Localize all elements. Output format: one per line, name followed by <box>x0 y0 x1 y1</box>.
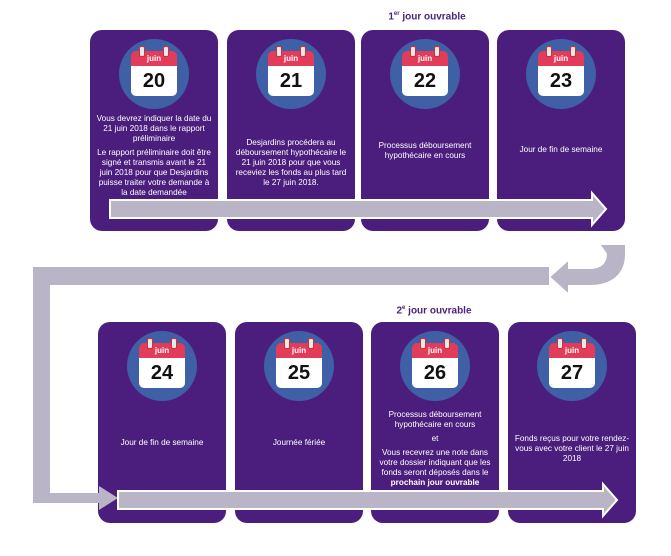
calendar-ring <box>557 338 563 349</box>
card-text-3-bold: prochain jour ouvrable <box>390 478 480 487</box>
card-text: Journée fériée <box>241 438 357 452</box>
row2-arrow <box>117 481 619 519</box>
connector-arrow <box>30 268 546 505</box>
calendar-day: 23 <box>538 66 584 96</box>
calendar-ring <box>163 46 169 57</box>
calendar-day: 22 <box>402 66 448 96</box>
second-label-sup: e <box>402 305 406 311</box>
day-card-21: juin 21 Desjardins procédera au débourse… <box>227 30 355 231</box>
card-text-3: Vous recevrez une note dans votre dossie… <box>377 448 493 488</box>
calendar-ring <box>420 338 426 349</box>
calendar-icon: juin 21 <box>268 46 314 96</box>
second-label-number: 2 <box>396 305 403 317</box>
calendar-icon: juin 24 <box>139 338 185 388</box>
card-text: Processus déboursement hypothécaire en c… <box>367 141 483 165</box>
calendar-day: 20 <box>131 66 177 96</box>
calendar-icon: juin 22 <box>402 46 448 96</box>
calendar-day: 25 <box>276 358 322 388</box>
calendar-ring <box>546 46 552 57</box>
card-text-1: Desjardins procédera au déboursement hyp… <box>235 138 347 187</box>
card-text: Jour de fin de semaine <box>503 145 619 159</box>
card-text: Vous devrez indiquer la date du 21 juin … <box>96 114 212 202</box>
card-text-1: Jour de fin de semaine <box>120 438 204 447</box>
day-card-26: juin 26 Processus déboursement hypothéca… <box>371 322 499 523</box>
card-text-1: Vous devrez indiquer la date du 21 juin … <box>96 114 212 143</box>
day-card-22: juin 22 Processus déboursement hypothéca… <box>361 30 489 231</box>
first-business-day-label: 1er jour ouvrable <box>367 11 487 22</box>
calendar-day: 26 <box>412 358 458 388</box>
calendar-ring <box>139 46 145 57</box>
calendar-ring <box>171 338 177 349</box>
uturn-arrow <box>547 243 627 298</box>
calendar-ring <box>276 46 282 57</box>
first-label-text: jour ouvrable <box>399 11 466 23</box>
day-card-20: juin 20 Vous devrez indiquer la date du … <box>90 30 218 231</box>
calendar-ring <box>570 46 576 57</box>
first-label-number: 1 <box>388 11 394 23</box>
card-text-1: Processus déboursement hypothécaire en c… <box>388 410 482 429</box>
connector-band <box>33 267 549 510</box>
day-card-23: juin 23 Jour de fin de semaine <box>497 30 625 231</box>
calendar-ring <box>308 338 314 349</box>
card-text-2: et <box>431 434 439 443</box>
first-label-sup: er <box>393 11 400 17</box>
card-text: Fonds reçus pour votre rendez-vous avec … <box>514 434 630 468</box>
calendar-icon: juin 23 <box>538 46 584 96</box>
calendar-ring <box>147 338 153 349</box>
card-text: Processus déboursement hypothécaire en c… <box>377 410 493 492</box>
calendar-icon: juin 25 <box>276 338 322 388</box>
calendar-icon: juin 20 <box>131 46 177 96</box>
second-business-day-label: 2e jour ouvrable <box>374 305 494 316</box>
calendar-day: 27 <box>549 358 595 388</box>
second-label-text: jour ouvrable <box>405 305 472 317</box>
day-card-25: juin 25 Journée fériée <box>235 322 363 523</box>
calendar-ring <box>434 46 440 57</box>
calendar-ring <box>300 46 306 57</box>
card-text-1: Fonds reçus pour votre rendez-vous avec … <box>514 434 630 463</box>
calendar-ring <box>410 46 416 57</box>
card-text-1: Jour de fin de semaine <box>519 145 603 154</box>
calendar-icon: juin 26 <box>412 338 458 388</box>
card-text: Desjardins procédera au déboursement hyp… <box>233 138 349 192</box>
calendar-day: 21 <box>268 66 314 96</box>
card-text-1: Processus déboursement hypothécaire en c… <box>378 141 472 160</box>
row1-arrow <box>109 190 608 228</box>
calendar-ring <box>444 338 450 349</box>
card-text: Jour de fin de semaine <box>104 438 220 452</box>
calendar-ring <box>284 338 290 349</box>
calendar-day: 24 <box>139 358 185 388</box>
day-card-24: juin 24 Jour de fin de semaine <box>98 322 226 523</box>
card-text-3-regular: Vous recevrez une note dans votre dossie… <box>379 448 491 477</box>
day-card-27: juin 27 Fonds reçus pour votre rendez-vo… <box>508 322 636 523</box>
calendar-ring <box>581 338 587 349</box>
calendar-icon: juin 27 <box>549 338 595 388</box>
card-text-2: Le rapport préliminaire doit être signé … <box>97 148 211 197</box>
card-text-1: Journée fériée <box>272 438 326 447</box>
